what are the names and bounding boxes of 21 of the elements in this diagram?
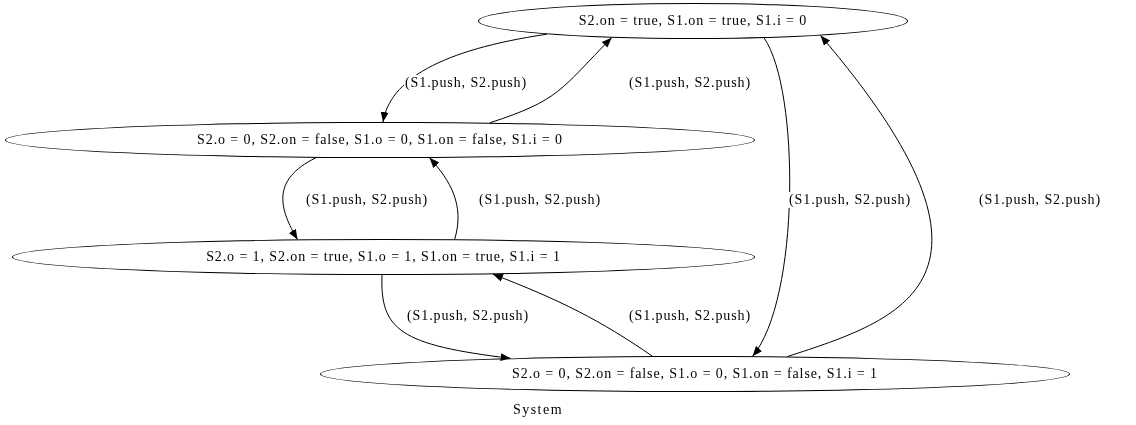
arrow: [786, 35, 932, 358]
arrow: [489, 37, 613, 124]
edge-label: (S1.push, S2.push): [628, 75, 752, 91]
edge-label: (S1.push, S2.push): [404, 75, 528, 91]
edge-label: (S1.push, S2.push): [478, 192, 602, 208]
arrow: [429, 157, 459, 240]
caption: System: [512, 402, 564, 418]
edge-label: (S1.push, S2.push): [628, 308, 752, 324]
arrow: [492, 273, 653, 357]
arrow: [381, 33, 548, 123]
edge-label: (S1.push, S2.push): [978, 192, 1102, 208]
arrow: [282, 157, 317, 240]
state-label: S2.o = 0, S2.on = false, S1.o = 0, S1.on = false, S1.i = 0: [197, 132, 563, 148]
arrow: [752, 37, 791, 357]
edge-label: (S1.push, S2.push): [788, 192, 912, 208]
state-label: S2.o = 1, S2.on = true, S1.o = 1, S1.on = true, S1.i = 1: [206, 249, 561, 265]
edge-label: (S1.push, S2.push): [406, 308, 530, 324]
state-label: S2.on = true, S1.on = true, S1.i = 0: [578, 13, 808, 29]
edge-label: (S1.push, S2.push): [305, 192, 429, 208]
state-label: S2.o = 0, S2.on = false, S1.o = 0, S1.on = false, S1.i = 1: [512, 366, 878, 382]
arrow: [381, 274, 512, 361]
